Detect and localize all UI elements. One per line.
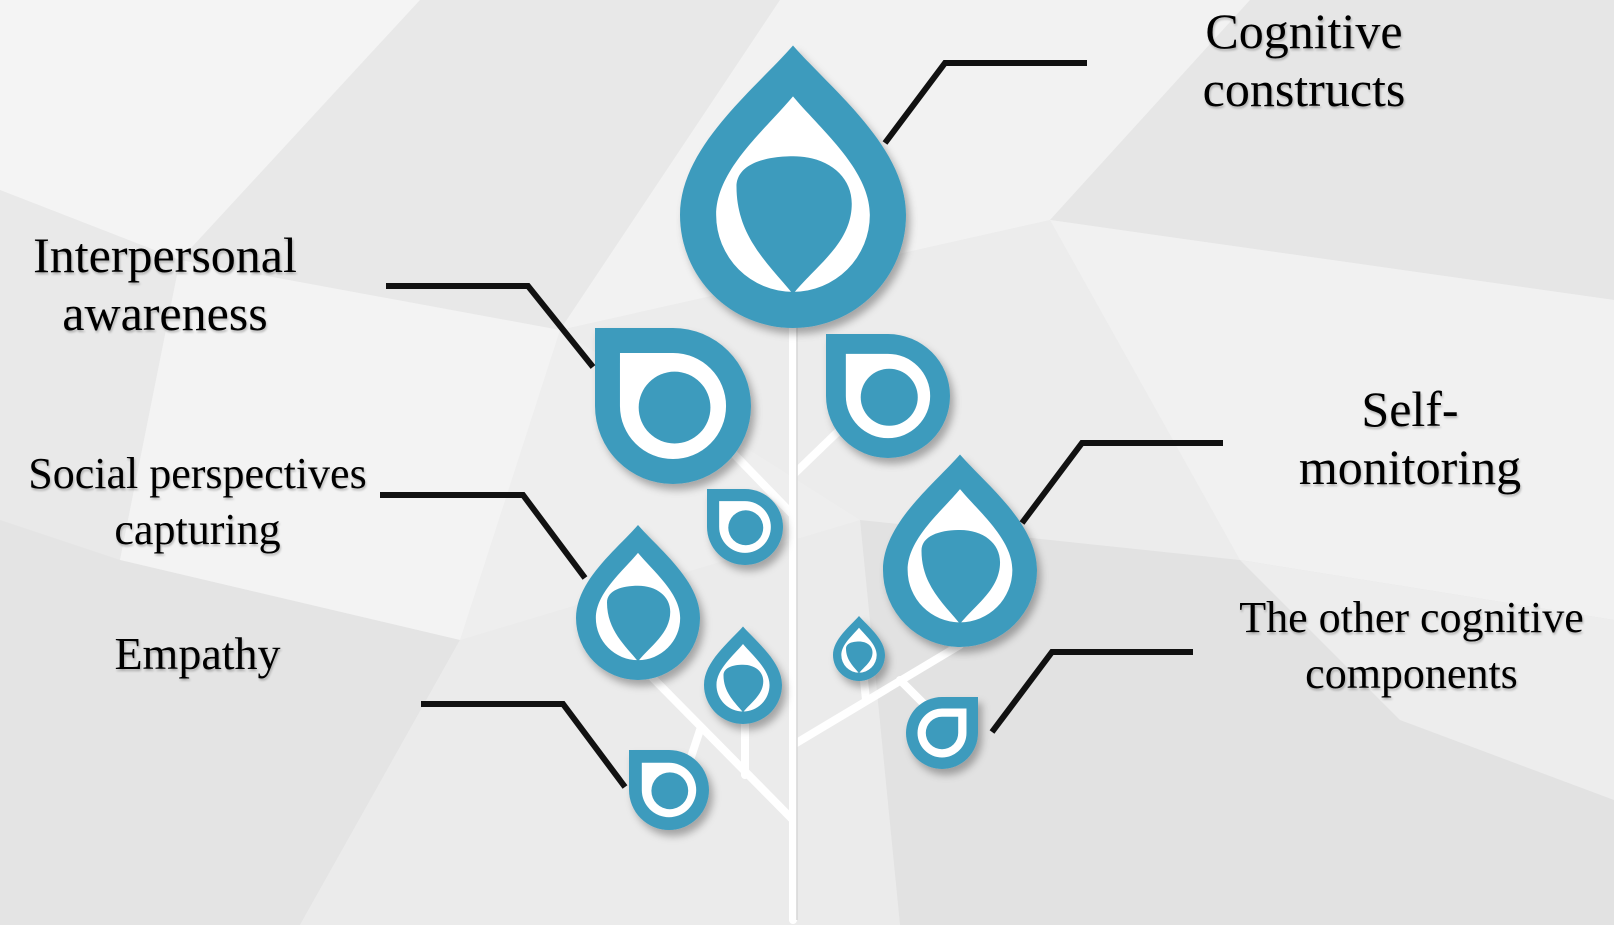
label-self-line2: monitoring: [1298, 439, 1522, 495]
leaf-small-left: [707, 489, 783, 565]
label-other-cognitive: The other cognitive components: [1214, 590, 1609, 702]
label-self-line1: Self-: [1361, 381, 1459, 437]
label-interpersonal-line1: Interpersonal: [33, 227, 297, 283]
connector-other: [989, 649, 1193, 734]
drop-tiny-center-right: [833, 616, 885, 681]
tree-stem: [636, 296, 964, 924]
label-cognitive-line1: Cognitive: [1205, 3, 1403, 59]
connector-empathy: [421, 701, 628, 789]
label-other-line2: components: [1305, 648, 1518, 698]
label-cognitive-constructs: Cognitive constructs: [1184, 2, 1424, 118]
label-social-perspectives: Social perspectives capturing: [0, 446, 395, 558]
label-empathy-line1: Empathy: [114, 628, 281, 679]
drop-social-perspectives: [576, 525, 700, 680]
label-cognitive-line2: constructs: [1202, 61, 1406, 117]
label-interpersonal-line2: awareness: [62, 285, 268, 341]
leaf-upper-right: [826, 334, 950, 458]
drop-self-monitoring: [883, 454, 1037, 647]
leaf-empathy: [629, 750, 709, 830]
label-social-line1: Social perspectives: [28, 449, 367, 498]
drop-small-center-left: [704, 626, 782, 724]
label-empathy: Empathy: [95, 627, 300, 680]
connector-cognitive: [882, 60, 1087, 145]
leaf-other-cognitive: [906, 697, 978, 769]
connector-social: [380, 492, 588, 580]
connector-self: [1019, 440, 1223, 525]
connector-interpersonal: [386, 283, 596, 369]
label-self-monitoring: Self- monitoring: [1280, 380, 1540, 496]
label-interpersonal-awareness: Interpersonal awareness: [10, 226, 320, 342]
label-other-line1: The other cognitive: [1239, 593, 1584, 642]
label-social-line2: capturing: [114, 504, 281, 554]
drop-cognitive-constructs: [680, 45, 906, 328]
leaf-interpersonal-awareness: [595, 328, 751, 484]
